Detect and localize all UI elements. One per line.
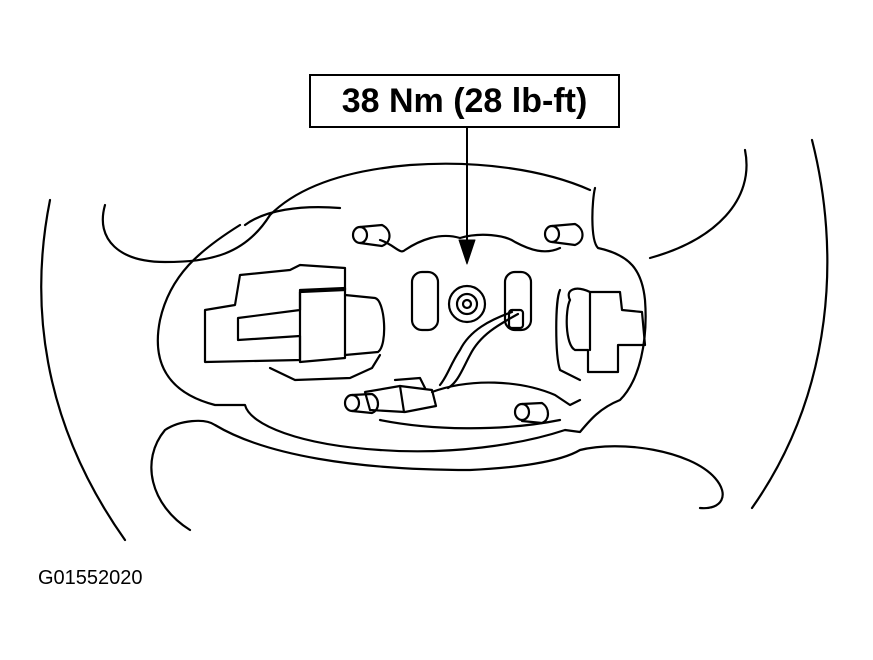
- left-bracket-lower: [268, 353, 382, 382]
- clockspring-connector: [438, 308, 525, 390]
- wheel-rim-right: [750, 138, 829, 510]
- module-pocket-outline: [156, 186, 647, 453]
- lower-left-pin: [343, 392, 380, 415]
- retaining-bolt: [447, 284, 487, 324]
- wheel-rim-left: [40, 198, 127, 542]
- figure-id-label: G01552020: [38, 567, 143, 589]
- upper-right-pin: [543, 222, 584, 247]
- lower-right-pin: [513, 401, 550, 425]
- upper-left-pin: [351, 223, 391, 248]
- wiring-plug: [363, 376, 438, 414]
- right-bracket-edge: [555, 288, 582, 382]
- right-bracket: [565, 287, 647, 374]
- upper-rail: [378, 233, 562, 253]
- wheel-rim-upper-right: [648, 148, 748, 260]
- module-pocket-inner: [243, 206, 342, 227]
- left-bracket-block: [298, 286, 347, 364]
- torque-callout: 38 Nm (28 lb-ft): [309, 74, 620, 128]
- left-bracket: [203, 263, 347, 364]
- center-slot-left: [410, 270, 440, 332]
- lower-spoke-outline: [150, 419, 724, 532]
- left-bracket-tab: [343, 293, 386, 357]
- arrow-down-icon: [458, 127, 476, 265]
- lower-rail-inner: [378, 418, 562, 430]
- lower-rail: [430, 381, 582, 407]
- center-slot-right: [503, 270, 533, 332]
- hub-cover-outline: [101, 162, 592, 264]
